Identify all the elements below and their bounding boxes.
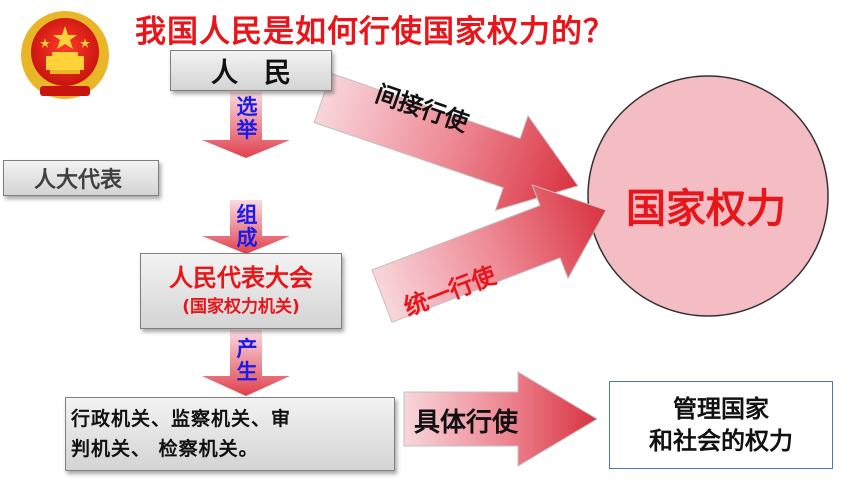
national-emblem-icon: [21, 11, 109, 99]
congress-sublabel: (国家权力机关): [182, 297, 300, 317]
form-label: 组 成: [236, 203, 258, 250]
arrow-unified: [371, 184, 607, 323]
congress-label: 人民代表大会: [169, 264, 313, 292]
state-power-circle: [587, 75, 829, 317]
down-arrow-form: [202, 200, 290, 254]
concrete-label: 具体行使: [414, 408, 519, 438]
manage-line-2: 和社会的权力: [649, 427, 793, 455]
produce-label: 产 生: [236, 337, 258, 384]
manage-line-1: 管理国家: [673, 395, 769, 423]
organs-line-2: 判机关、 检察机关。: [71, 438, 259, 460]
elect-label: 选 举: [236, 95, 258, 142]
state-power-label: 国家权力: [626, 186, 786, 232]
state-organs-box: 行政机关、监察机关、审 判机关、 检察机关。: [65, 397, 395, 471]
manage-power-box: 管理国家 和社会的权力: [609, 381, 833, 469]
people-box: 人民: [170, 50, 332, 91]
page-title: 我国人民是如何行使国家权力的？: [135, 14, 615, 50]
arrow-concrete: [403, 371, 598, 467]
down-arrow-produce: [202, 330, 290, 396]
down-arrow-elect: [202, 92, 290, 158]
organs-line-1: 行政机关、监察机关、审: [71, 408, 292, 430]
congress-box: 人民代表大会 (国家权力机关): [140, 253, 342, 329]
deputies-box: 人大代表: [3, 160, 159, 196]
